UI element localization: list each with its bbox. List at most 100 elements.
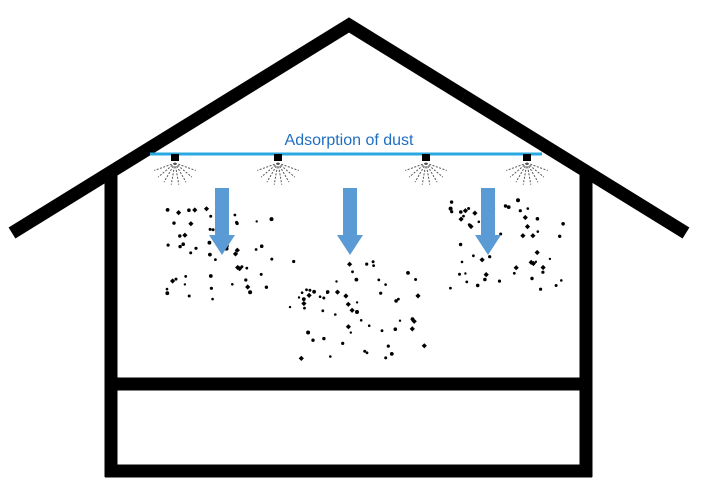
dust-particle [406, 271, 410, 275]
dust-particle [165, 208, 170, 212]
dust-particle [351, 270, 354, 274]
dust-particle [237, 266, 243, 272]
dust-particle [522, 214, 528, 221]
dust-particle [326, 291, 329, 295]
spray-nozzles [154, 154, 548, 185]
dust-particle [288, 305, 292, 309]
dust-particle [475, 283, 480, 288]
dust-particle [414, 278, 418, 281]
dust-particle [194, 246, 198, 250]
dust-particle [231, 283, 234, 286]
dust-particle [292, 259, 296, 264]
dust-particle [170, 278, 176, 284]
dust-particle [524, 224, 531, 230]
dust-particle [458, 216, 464, 222]
dust-particle [384, 283, 387, 286]
dust-particle [560, 279, 563, 282]
dust-particle [187, 294, 191, 298]
dust-particle [349, 331, 352, 334]
dust-particle [345, 301, 351, 307]
dust-particle [345, 324, 351, 330]
dust-particle [322, 336, 326, 341]
dust-particle [479, 257, 485, 263]
dust-particle [477, 220, 481, 224]
dust-particle [306, 292, 312, 298]
dust-particle [372, 264, 375, 267]
dust-particle [535, 217, 540, 221]
dust-particle [209, 214, 213, 218]
dust-particle [365, 262, 369, 266]
dust-particle [259, 244, 264, 248]
dust-particle [245, 284, 251, 290]
dust-particle [208, 227, 212, 231]
dust-particle [367, 324, 371, 328]
dust-particle [483, 277, 487, 282]
dust-particle [458, 242, 463, 247]
dust-particle [203, 206, 210, 212]
dust-particle [460, 260, 464, 264]
dust-particle [394, 299, 398, 303]
dust-particle [415, 293, 421, 299]
dust-particle [530, 233, 536, 239]
dust-particles [165, 198, 565, 361]
dust-particle [540, 264, 546, 271]
dust-particle [467, 207, 471, 210]
dust-particle [497, 279, 502, 283]
dust-particle [354, 277, 359, 282]
dust-particle [516, 198, 520, 203]
dust-particle [343, 293, 349, 299]
dust-particle [449, 200, 454, 204]
dust-particle [520, 233, 526, 239]
dust-particle [548, 257, 552, 261]
dust-particle [259, 272, 263, 276]
dust-particle [178, 244, 182, 249]
dust-particle [341, 341, 345, 345]
dust-particle [297, 296, 301, 299]
dust-particle [321, 309, 325, 313]
dust-particle [499, 232, 503, 236]
dust-particle [178, 234, 182, 238]
dust-particle [248, 290, 253, 295]
dust-particle [301, 300, 307, 307]
dust-particle [483, 272, 489, 278]
dust-particle [311, 338, 315, 342]
dust-particle [365, 351, 369, 355]
dust-particle [397, 297, 400, 301]
dust-particle [465, 280, 469, 284]
dust-particle [409, 326, 415, 332]
dust-particle [192, 207, 198, 213]
dust-particle [187, 208, 191, 212]
dust-particle [536, 230, 540, 233]
dust-particle [355, 301, 359, 304]
dust-particle [234, 247, 240, 253]
down-arrow-icon [475, 188, 501, 255]
dust-particle [363, 349, 367, 353]
dust-particle [305, 288, 308, 292]
dust-particle [393, 327, 398, 332]
dust-particle [255, 220, 258, 223]
dust-particle [472, 210, 478, 216]
dust-particle [174, 277, 178, 281]
dust-particle [518, 209, 522, 213]
dust-particle [184, 275, 188, 278]
dust-particle [244, 278, 248, 282]
dust-particle [176, 210, 182, 216]
dust-particle [512, 271, 516, 275]
dust-particle [166, 243, 170, 247]
dust-particle [165, 291, 170, 296]
dust-particle [506, 205, 511, 210]
dust-particle [211, 297, 214, 301]
dust-particle [254, 248, 258, 251]
dust-particle [472, 254, 475, 258]
spray-nozzle-icon [405, 154, 447, 185]
dust-particle [558, 234, 562, 238]
dust-particle [181, 242, 185, 246]
dust-particle [270, 257, 274, 261]
dust-particle [182, 232, 188, 238]
dust-particle [165, 287, 169, 291]
dust-particle [347, 261, 353, 267]
dust-particle [189, 251, 193, 255]
dust-particle [530, 276, 534, 281]
